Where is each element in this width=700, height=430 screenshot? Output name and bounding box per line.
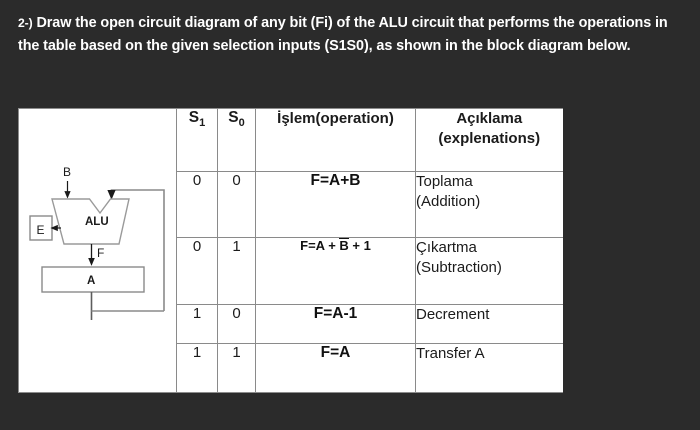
table-row: 0 0 F=A+B Toplama (Addition) <box>176 171 563 238</box>
cell-s0: 0 <box>217 171 256 238</box>
feedback-wire <box>107 189 165 311</box>
content-panel: B ALU E F A <box>18 108 563 393</box>
header-s1-subscript: 1 <box>199 117 206 130</box>
carry-out-label: E <box>37 223 45 237</box>
explanation-line1: Transfer A <box>416 344 485 362</box>
explanation-line2: (Subtraction) <box>416 258 502 276</box>
register-a-label: A <box>87 275 95 287</box>
cell-operation: F=A <box>255 343 416 392</box>
cell-s1: 0 <box>176 171 218 238</box>
cell-s0: 1 <box>217 343 256 392</box>
operation-suffix: + 1 <box>348 237 371 253</box>
table-row: 1 1 F=A Transfer A <box>176 343 563 392</box>
header-explanation: Açıklama (explenations) <box>415 109 563 172</box>
header-explanation-line2: (explenations) <box>438 130 541 147</box>
cell-s1: 1 <box>176 304 218 344</box>
register-a-box <box>41 266 145 293</box>
cell-explanation: Transfer A <box>415 343 563 392</box>
alu-label: ALU <box>85 216 109 228</box>
operation-prefix: F=A + <box>300 237 340 253</box>
operation-overline-term: B <box>339 237 349 253</box>
explanation-line1: Toplama <box>416 172 473 190</box>
cell-s1: 0 <box>176 237 218 305</box>
explanation-line1: Decrement <box>416 305 490 323</box>
header-s0-text: S <box>228 109 239 126</box>
question-text: 2-) Draw the open circuit diagram of any… <box>18 12 678 58</box>
output-f-label: F <box>97 246 104 260</box>
table-header-row: S1 S0 İşlem(operation) Açıklama (explena… <box>176 109 563 172</box>
cell-operation: F=A + B + 1 <box>255 237 416 305</box>
header-operation: İşlem(operation) <box>255 109 416 172</box>
alu-block-diagram: B ALU E F A <box>19 109 176 392</box>
table-row: 0 1 F=A + B + 1 Çıkartma (Subtraction) <box>176 237 563 305</box>
header-s0: S0 <box>217 109 256 172</box>
question-body: Draw the open circuit diagram of any bit… <box>18 15 668 54</box>
header-explanation-line1: Açıklama <box>456 110 523 127</box>
header-s0-subscript: 0 <box>238 117 245 130</box>
cell-operation: F=A+B <box>255 171 416 238</box>
operations-table: S1 S0 İşlem(operation) Açıklama (explena… <box>176 109 563 392</box>
alu-shape <box>51 198 130 245</box>
cell-s0: 0 <box>217 304 256 344</box>
table-row: 1 0 F=A-1 Decrement <box>176 304 563 344</box>
cell-explanation: Decrement <box>415 304 563 344</box>
cell-s1: 1 <box>176 343 218 392</box>
cell-operation: F=A-1 <box>255 304 416 344</box>
question-number: 2-) <box>18 16 33 30</box>
header-s1: S1 <box>176 109 218 172</box>
cell-s0: 1 <box>217 237 256 305</box>
explanation-line1: Çıkartma <box>416 238 477 256</box>
cell-explanation: Toplama (Addition) <box>415 171 563 238</box>
explanation-line2: (Addition) <box>416 192 481 210</box>
header-s1-text: S <box>188 109 200 126</box>
input-b-label: B <box>63 165 71 179</box>
cell-explanation: Çıkartma (Subtraction) <box>415 237 563 305</box>
